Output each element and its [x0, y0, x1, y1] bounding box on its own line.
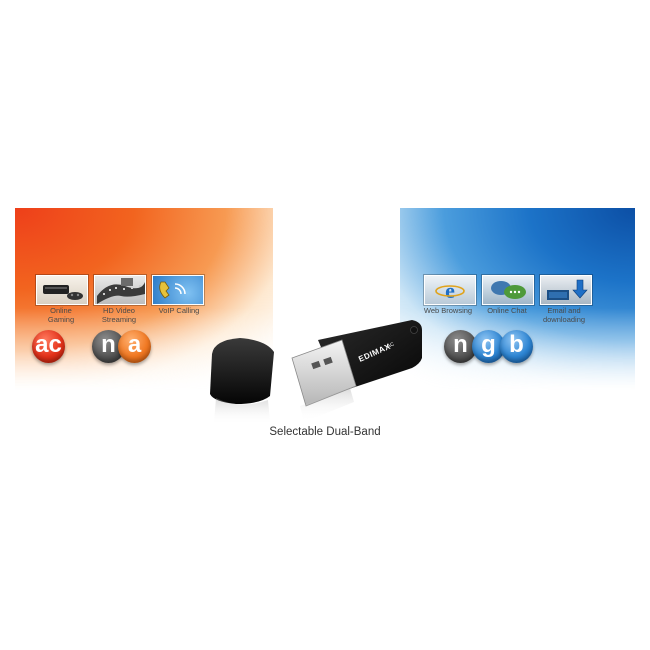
email-download-icon — [540, 275, 592, 305]
voip-calling-label: VoIP Calling — [158, 306, 200, 315]
5ghz-headline: 5GHz (Up to 433Mbps) Interference-free H… — [22, 8, 155, 56]
badge-a: a — [118, 330, 151, 363]
chat-bubbles-icon — [482, 275, 534, 305]
24ghz-headline-line-1: 2.4GHz (Up to 150Mbps) — [409, 9, 553, 23]
hd-video-label: HD Video Streaming — [101, 306, 137, 324]
24ghz-headline-line-2: More supported devices — [409, 25, 553, 39]
5ghz-headline-line-3: HD Video and Gaming — [22, 41, 154, 55]
product-caption: Selectable Dual-Band — [269, 426, 381, 438]
5ghz-headline-line-1: 5GHz (Up to 433Mbps) — [22, 9, 155, 23]
voip-phone-icon — [152, 275, 204, 305]
game-console-icon — [36, 275, 88, 305]
badge-b: b — [500, 330, 533, 363]
badge-g: g — [472, 330, 505, 363]
email-downloading-label: Email and downloading — [542, 306, 586, 324]
usb-adapter-illustration: EDIMAX AC — [210, 320, 422, 425]
online-chat-label: Online Chat — [487, 306, 527, 315]
5ghz-headline-line-2: Interference-free — [22, 25, 121, 39]
web-browsing-label: Web Browsing — [423, 306, 473, 315]
ac-mark: AC — [386, 341, 395, 349]
web-browser-icon: e — [424, 275, 476, 305]
svg-text:e: e — [445, 278, 455, 303]
24ghz-headline-line-3: Basic Internet applications — [409, 41, 569, 55]
online-gaming-label: Online Gaming — [47, 306, 75, 324]
video-film-icon — [94, 275, 146, 305]
usb-connector — [291, 339, 357, 407]
badge-n-24: n — [444, 330, 477, 363]
cap-shape — [210, 338, 274, 404]
24ghz-headline: 2.4GHz (Up to 150Mbps) More supported de… — [409, 8, 568, 56]
badge-ac: ac — [32, 330, 65, 363]
